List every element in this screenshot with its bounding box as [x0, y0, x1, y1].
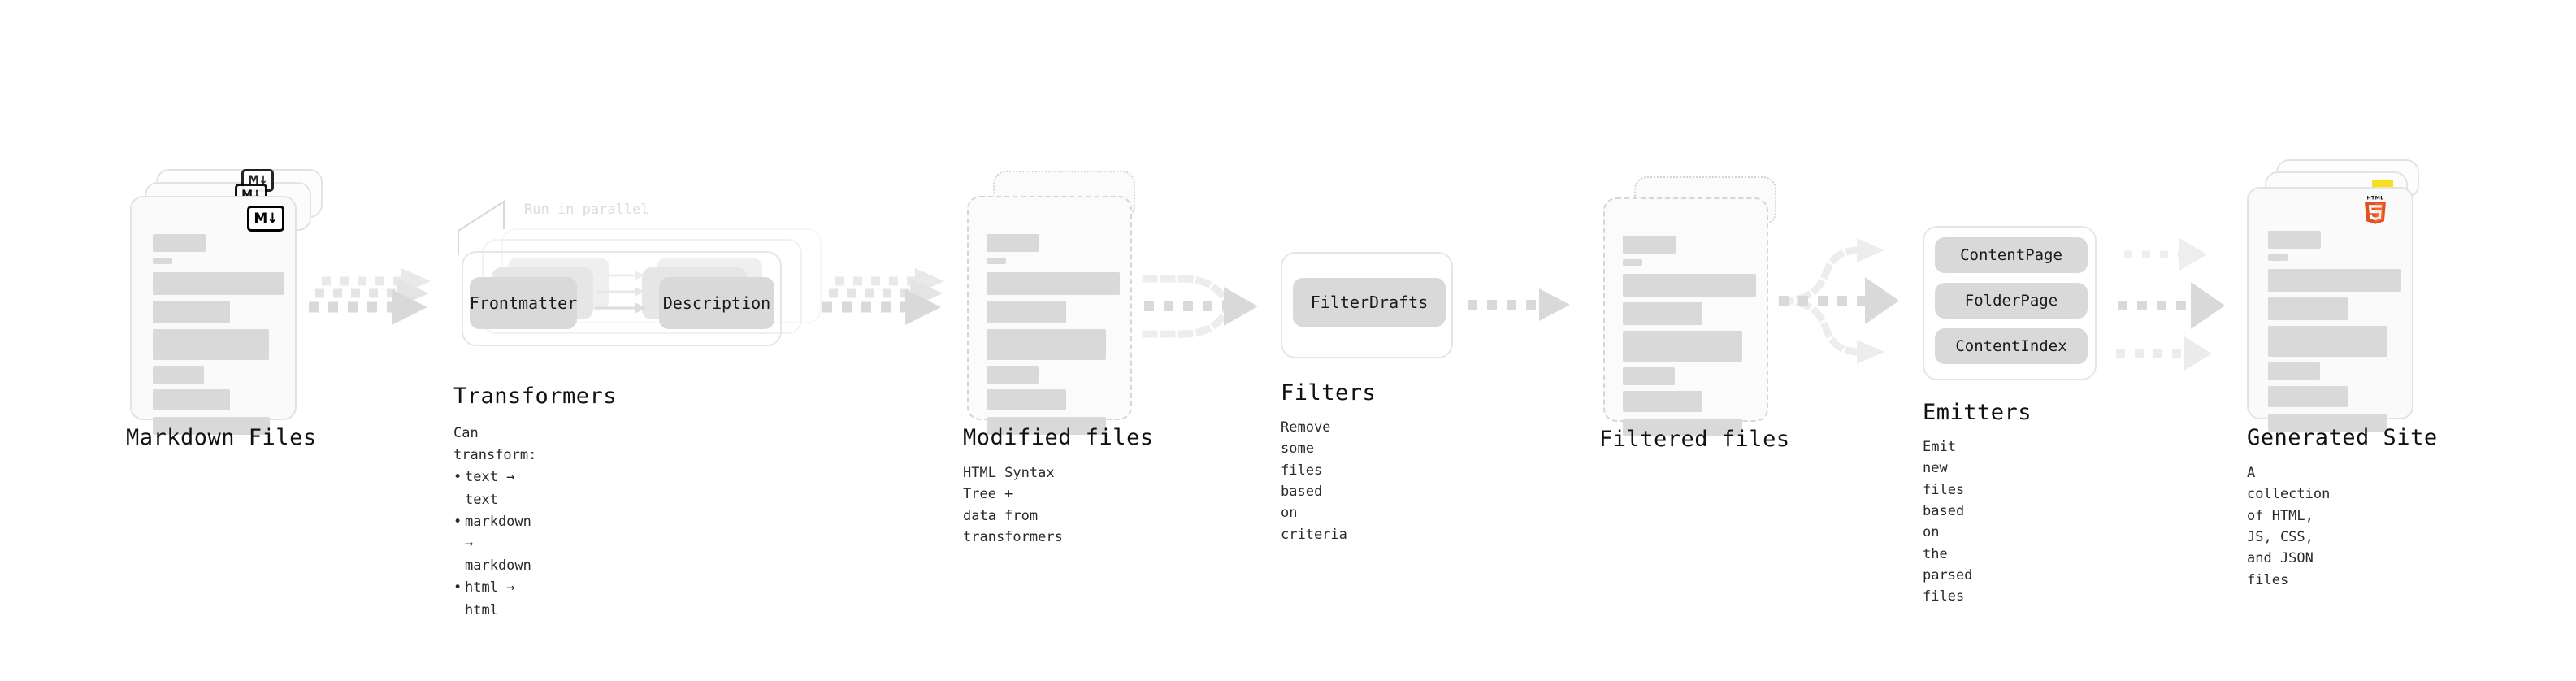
connector-filters-to-filtered	[1468, 288, 1570, 321]
skeleton-bar	[987, 417, 1106, 435]
skeleton-bar	[2268, 254, 2288, 261]
filter-node-label: FilterDrafts	[1310, 293, 1429, 312]
skeleton-bar	[153, 272, 284, 295]
skeleton-bar	[987, 272, 1120, 295]
skeleton-bar	[2268, 386, 2348, 407]
skeleton-bar	[153, 301, 230, 323]
emitter-node-label: FolderPage	[1964, 292, 2058, 310]
list-item: html → html	[453, 577, 536, 621]
markdown-logo-text: M↓	[248, 174, 268, 187]
emitter-node-folderpage[interactable]: FolderPage	[1935, 283, 2088, 319]
skeleton-bar	[1623, 419, 1742, 436]
stage-subtitle-modified-files: HTML Syntax Tree + data from transformer…	[963, 465, 1063, 546]
markdown-card-front	[130, 196, 297, 435]
connector-modified-to-filters	[1142, 275, 1258, 338]
stage-subtitle-generated-site: A collection of HTML, JS, CSS, and JSON …	[2247, 465, 2331, 588]
skeleton-bar	[153, 417, 270, 435]
skeleton-bar	[987, 366, 1039, 384]
site-card-front	[2247, 187, 2413, 432]
stage-title-transformers: Transformers	[453, 384, 618, 409]
markdown-logo-icon: M↓	[247, 206, 284, 232]
transformer-node-label: Frontmatter	[469, 293, 578, 313]
skeleton-bar	[153, 258, 172, 264]
html5-logo-icon: HTML	[2365, 196, 2386, 224]
skeleton-bar	[1623, 259, 1642, 266]
emitter-node-label: ContentIndex	[1955, 337, 2067, 355]
svg-text:HTML: HTML	[2366, 196, 2383, 202]
stage-title-generated-site: Generated Site	[2247, 425, 2438, 450]
skeleton-bar	[2268, 231, 2321, 249]
run-in-parallel-bracket	[458, 200, 505, 255]
skeleton-bar	[2268, 269, 2401, 292]
skeleton-bar	[1623, 302, 1702, 325]
markdown-logo-text: M↓	[254, 210, 278, 227]
stage-title-modified-files: Modified files	[963, 425, 1154, 450]
transformer-node-label: Description	[662, 293, 771, 313]
connector-filtered-to-emitters	[1778, 238, 1899, 364]
skeleton-bar	[987, 258, 1006, 264]
skeleton-bar	[2268, 414, 2387, 432]
stage-title-filtered-files: Filtered files	[1599, 427, 1790, 452]
transformers-list-lead: Can transform:	[453, 425, 537, 464]
skeleton-bar	[153, 329, 269, 360]
skeleton-bar	[1623, 391, 1702, 412]
stage-subtitle-filters: Remove some files based on criteria	[1281, 419, 1347, 543]
skeleton-bar	[987, 234, 1039, 252]
transformers-group-front	[462, 251, 782, 346]
emitter-node-contentindex[interactable]: ContentIndex	[1935, 328, 2088, 364]
transformer-node-frontmatter[interactable]: Frontmatter	[470, 277, 577, 329]
skeleton-bar	[1623, 274, 1756, 297]
emitter-node-label: ContentPage	[1960, 246, 2062, 264]
transformers-list: text → text markdown → markdown html → h…	[453, 466, 536, 621]
skeleton-bar	[153, 234, 206, 252]
list-item: text → text	[453, 466, 536, 510]
skeleton-bar	[2268, 297, 2348, 320]
skeleton-bar	[2268, 362, 2320, 380]
filter-node-filterdrafts[interactable]: FilterDrafts	[1293, 278, 1446, 327]
skeleton-bar	[987, 389, 1066, 410]
skeleton-bar	[153, 366, 204, 384]
skeleton-bar	[1623, 331, 1742, 362]
emitters-group	[1923, 226, 2097, 380]
skeleton-bar	[2268, 326, 2387, 357]
list-item: markdown → markdown	[453, 511, 536, 578]
emitter-node-contentpage[interactable]: ContentPage	[1935, 237, 2088, 273]
skeleton-bar	[1623, 236, 1676, 254]
transformer-inner-arrows	[595, 271, 646, 314]
modified-card-front	[967, 196, 1132, 435]
stage-title-markdown-files: Markdown Files	[126, 425, 317, 450]
transformers-capability-list: Can transform: text → text markdown → ma…	[453, 423, 536, 622]
skeleton-bar	[987, 301, 1066, 323]
filters-group	[1281, 252, 1453, 358]
filtered-card-front	[1603, 197, 1768, 436]
stage-title-filters: Filters	[1281, 380, 1377, 406]
connector-emitters-to-site	[2116, 238, 2225, 371]
stage-subtitle-emitters: Emit new files based on the parsed files	[1923, 439, 1973, 605]
skeleton-bar	[1623, 367, 1675, 385]
stage-title-emitters: Emitters	[1923, 400, 2032, 425]
skeleton-bar	[153, 389, 230, 410]
skeleton-bar	[987, 329, 1106, 360]
connector-transformers-to-modified	[822, 268, 944, 325]
run-in-parallel-label: Run in parallel	[524, 202, 649, 218]
transformer-node-description[interactable]: Description	[659, 277, 774, 329]
connector-markdown-to-transformers	[309, 268, 431, 325]
